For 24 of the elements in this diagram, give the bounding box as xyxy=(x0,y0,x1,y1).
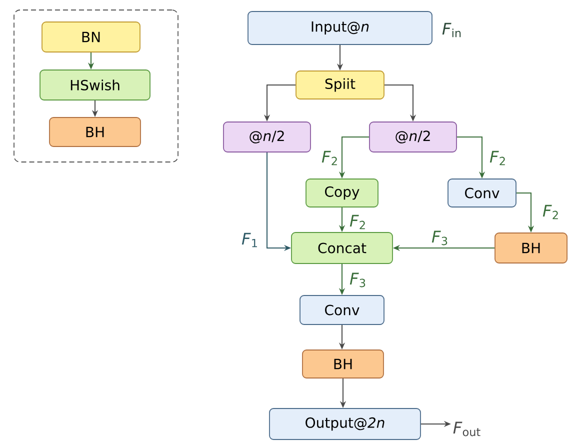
edge-label: F$_{3}$ xyxy=(348,272,368,288)
edge-label: F$_{2}$ xyxy=(348,214,368,230)
process-box: Spiit xyxy=(296,70,384,100)
side-label: F$_{in}$ xyxy=(442,22,461,38)
process-box: BH xyxy=(49,117,141,147)
dashed-frame xyxy=(14,10,178,162)
process-box: Conv xyxy=(300,295,384,325)
process-box: BN xyxy=(42,22,140,52)
process-box: Output@2n xyxy=(269,408,421,440)
process-box: BH xyxy=(302,350,384,378)
process-box: @n/2 xyxy=(223,122,311,152)
process-box: Conv xyxy=(448,178,516,208)
process-box: HSwish xyxy=(40,70,150,100)
process-box: BH xyxy=(494,232,568,264)
process-box: Input@n xyxy=(248,11,432,45)
edge-label: F$_{2}$ xyxy=(488,150,508,166)
edge-label: F$_{out}$ xyxy=(452,420,482,438)
edge-label: F$_{3}$ xyxy=(430,230,450,246)
process-box: Concat xyxy=(291,232,393,264)
edge-label: F$_{2}$ xyxy=(542,204,560,220)
edge-label: F$_{2}$ xyxy=(320,150,340,166)
process-box: @n/2 xyxy=(369,122,457,152)
edge-label: F$_{1}$ xyxy=(240,232,260,248)
process-box: Copy xyxy=(306,178,378,208)
